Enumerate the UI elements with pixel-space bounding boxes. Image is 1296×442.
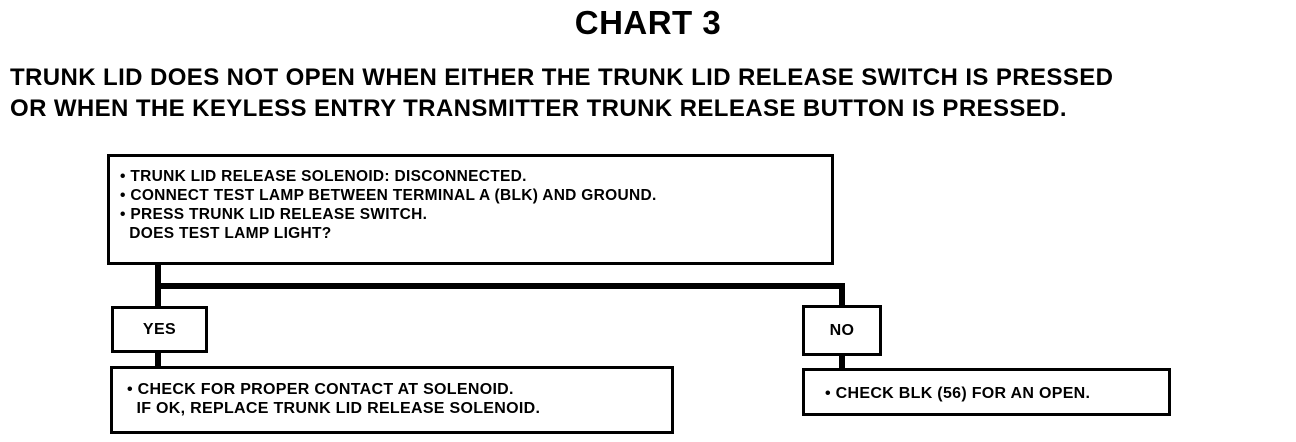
yes-action-line-1: • CHECK FOR PROPER CONTACT AT SOLENOID. (127, 381, 514, 398)
no-action-box: • CHECK BLK (56) FOR AN OPEN. (802, 368, 1171, 416)
problem-heading-line-1: TRUNK LID DOES NOT OPEN WHEN EITHER THE … (10, 64, 1114, 91)
test-step-line-3: • PRESS TRUNK LID RELEASE SWITCH. (120, 206, 428, 223)
chart-title: CHART 3 (574, 4, 722, 41)
test-step-line-1: • TRUNK LID RELEASE SOLENOID: DISCONNECT… (120, 168, 527, 185)
no-label: NO (829, 322, 855, 339)
problem-heading-line-2: OR WHEN THE KEYLESS ENTRY TRANSMITTER TR… (10, 95, 1067, 122)
test-step-line-4: DOES TEST LAMP LIGHT? (120, 225, 332, 242)
connector-no-down (839, 283, 845, 305)
test-step-line-2: • CONNECT TEST LAMP BETWEEN TERMINAL A (… (120, 187, 657, 204)
no-action-line-1: • CHECK BLK (56) FOR AN OPEN. (825, 385, 1091, 402)
connector-yes-to-action (155, 352, 161, 368)
test-step-box: • TRUNK LID RELEASE SOLENOID: DISCONNECT… (107, 154, 834, 265)
yes-label: YES (142, 321, 177, 338)
connector-no-to-action (839, 355, 845, 369)
yes-label-box: YES (111, 306, 208, 353)
yes-action-line-2: IF OK, REPLACE TRUNK LID RELEASE SOLENOI… (127, 400, 541, 417)
connector-horizontal (155, 283, 845, 289)
no-label-box: NO (802, 305, 882, 356)
yes-action-box: • CHECK FOR PROPER CONTACT AT SOLENOID. … (110, 366, 674, 434)
